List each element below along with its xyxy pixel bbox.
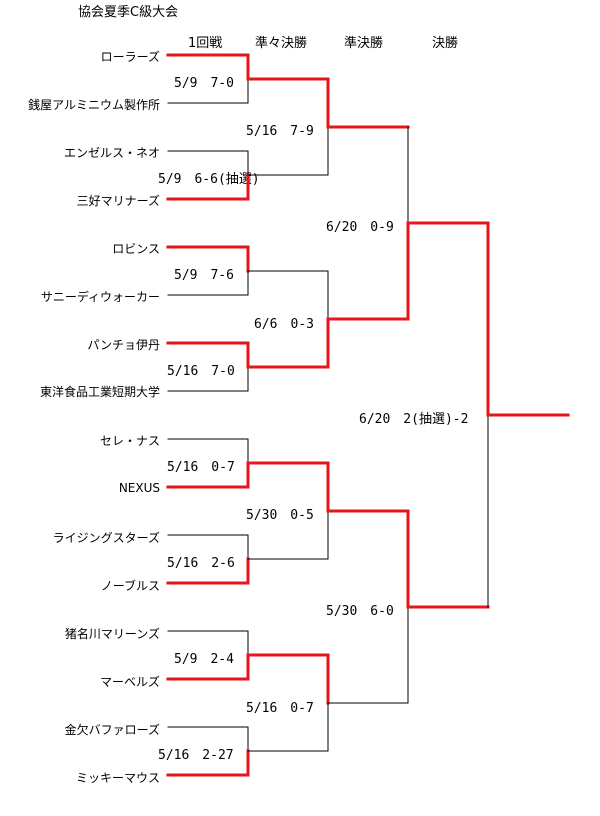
match-score: 5/9 6-6(抽選) <box>158 172 260 187</box>
team-name: ローラーズ <box>100 50 160 64</box>
match-score: 5/16 7-9 <box>246 124 314 139</box>
round-header-first: 1回戦 <box>188 36 223 51</box>
match-score: 6/20 2(抽選)-2 <box>359 412 469 427</box>
tournament-title: 協会夏季C級大会 <box>78 5 179 20</box>
match-score: 5/16 0-7 <box>246 701 314 716</box>
team-name: マーベルズ <box>99 675 160 689</box>
match-score: 6/20 0-9 <box>326 220 394 235</box>
team-name: NEXUS <box>118 481 160 495</box>
round-header-semifinal: 準決勝 <box>344 36 384 51</box>
team-name: ミッキーマウス <box>75 771 160 785</box>
round-header-final: 決勝 <box>432 36 459 51</box>
match-score: 5/16 0-7 <box>167 460 235 475</box>
match-score: 5/30 0-5 <box>246 508 314 523</box>
round-header-quarterfinal: 準々決勝 <box>255 36 308 51</box>
team-name: パンチョ伊丹 <box>87 338 160 352</box>
team-name: セレ・ナス <box>99 434 160 448</box>
team-name: ノーブルス <box>100 579 160 593</box>
match-score: 5/9 7-0 <box>174 76 234 91</box>
match-score: 5/16 2-6 <box>167 556 235 571</box>
team-name: 猪名川マリーンズ <box>64 627 160 641</box>
team-name: ライジングスターズ <box>52 531 160 545</box>
match-score: 5/30 6-0 <box>326 604 394 619</box>
match-score: 5/9 2-4 <box>174 652 234 667</box>
team-name: サニーディウォーカー <box>40 290 160 304</box>
match-score: 5/16 7-0 <box>167 364 235 379</box>
team-name: ロビンス <box>112 242 160 256</box>
team-name: 銭屋アルミニウム製作所 <box>28 98 160 112</box>
match-score: 5/9 7-6 <box>174 268 234 283</box>
match-score: 6/6 0-3 <box>254 317 314 332</box>
team-name: エンゼルス・ネオ <box>63 146 160 160</box>
team-name: 三好マリナーズ <box>76 194 160 208</box>
team-name: 金欠バファローズ <box>64 723 160 737</box>
team-name: 東洋食品工業短期大学 <box>39 385 160 399</box>
match-score: 5/16 2-27 <box>158 748 234 763</box>
